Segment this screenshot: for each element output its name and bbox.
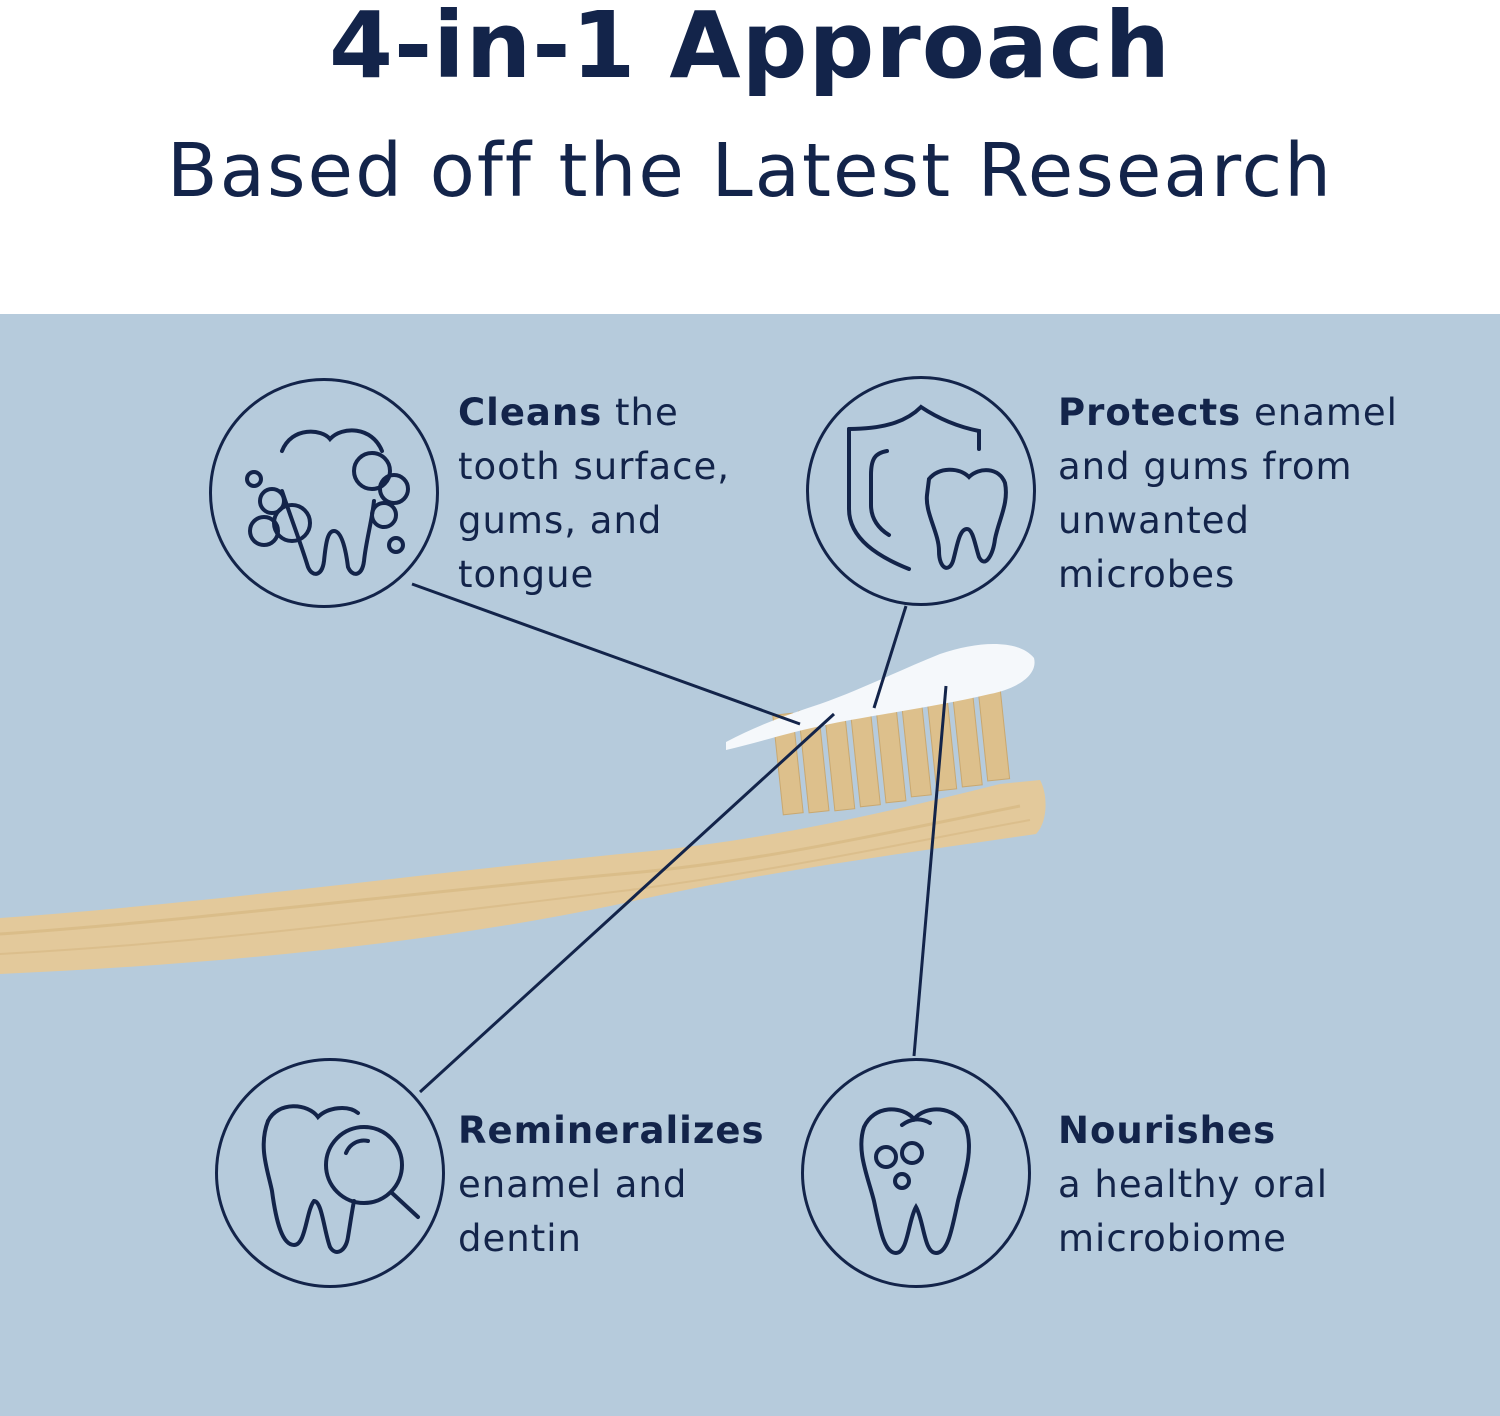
toothbrush-scene: Cleans the tooth surface, gums, and tong… bbox=[0, 314, 1500, 1416]
feature-cleans-line: tooth surface, bbox=[458, 445, 731, 488]
feature-nourishes-bold: Nourishes bbox=[1058, 1109, 1277, 1152]
connector-lines bbox=[411, 582, 948, 1094]
toothbrush-bristles bbox=[772, 682, 1011, 816]
feature-protects-line: and gums from bbox=[1058, 445, 1353, 488]
feature-cleans-line: tongue bbox=[458, 553, 595, 596]
feature-nourishes-line: microbiome bbox=[1058, 1217, 1287, 1260]
feature-cleans-line: gums, and bbox=[458, 499, 663, 542]
feature-cleans-line: the bbox=[602, 391, 679, 434]
tooth-microbiome-icon bbox=[801, 1058, 1031, 1288]
feature-protects-line: unwanted bbox=[1058, 499, 1251, 542]
shield-tooth-icon bbox=[806, 376, 1036, 606]
feature-remineralizes-bold: Remineralizes bbox=[458, 1109, 765, 1152]
tooth-magnifier-icon bbox=[215, 1058, 445, 1288]
feature-protects-line: microbes bbox=[1058, 553, 1236, 596]
toothbrush-illustration bbox=[0, 582, 1046, 1094]
feature-remineralizes-line: enamel and bbox=[458, 1163, 688, 1206]
toothpaste bbox=[726, 643, 1035, 750]
feature-remineralizes-line: dentin bbox=[458, 1217, 582, 1260]
tooth-bubbles-icon bbox=[209, 378, 439, 608]
page-title: 4-in-1 Approach bbox=[328, 0, 1172, 99]
toothbrush-handle bbox=[0, 780, 1046, 974]
feature-cleans: Cleans the tooth surface, gums, and tong… bbox=[458, 386, 730, 602]
feature-cleans-bold: Cleans bbox=[458, 391, 603, 434]
feature-remineralizes: Remineralizes enamel and dentin bbox=[458, 1104, 765, 1266]
feature-protects-line: enamel bbox=[1241, 391, 1398, 434]
header: 4-in-1 Approach Based off the Latest Res… bbox=[0, 0, 1500, 314]
page-subtitle: Based off the Latest Research bbox=[166, 128, 1334, 214]
feature-protects-bold: Protects bbox=[1058, 391, 1242, 434]
feature-nourishes-line: a healthy oral bbox=[1058, 1163, 1329, 1206]
feature-nourishes: Nourishes a healthy oral microbiome bbox=[1058, 1104, 1328, 1266]
feature-protects: Protects enamel and gums from unwanted m… bbox=[1058, 386, 1398, 602]
